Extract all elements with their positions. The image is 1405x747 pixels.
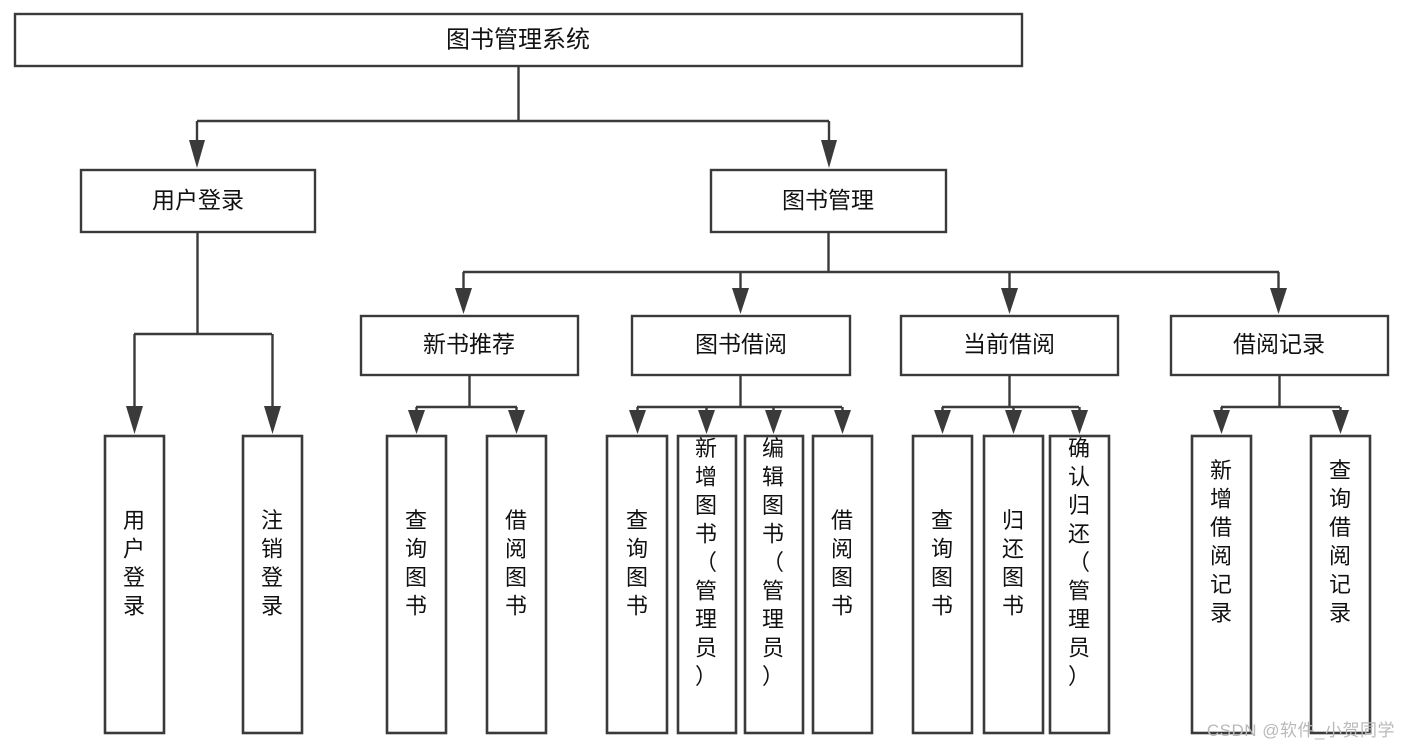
node-borrow-record-box[interactable]: [1169, 314, 1390, 377]
arrow-head-new-book-borrow: [508, 410, 525, 434]
arrow-head-borrow-query-book: [629, 410, 646, 434]
arrow-head-book-manage: [821, 140, 837, 168]
leaf-node-layer: [103, 434, 1372, 735]
leaf-box-borrow-query-book[interactable]: [605, 434, 669, 735]
leaf-box-borrow-edit-book[interactable]: [743, 434, 805, 735]
node-root-label: 图书管理系统: [446, 26, 590, 53]
leaf-label-user-login-login: 用户登录: [123, 508, 145, 619]
leaf-label-record-query: 查询借阅记录: [1329, 458, 1351, 626]
node-book-manage[interactable]: 图书管理: [709, 168, 948, 234]
leaf-box-current-query-book[interactable]: [911, 434, 974, 735]
arrow-head-borrow-add-book: [698, 410, 715, 434]
arrow-head-record-add: [1213, 410, 1230, 434]
node-current-borrow-box[interactable]: [899, 314, 1120, 377]
arrow-head-user-login-login: [126, 406, 143, 434]
node-user-login-box[interactable]: [79, 168, 317, 234]
leaf-box-current-return-book[interactable]: [982, 434, 1045, 735]
arrow-head-user-login: [189, 140, 205, 168]
leaf-box-user-login-login[interactable]: [103, 434, 166, 735]
leaf-box-record-add[interactable]: [1190, 434, 1253, 735]
arrow-head-current-confirm-return: [1071, 410, 1088, 434]
arrow-head-current-query-book: [934, 410, 951, 434]
node-book-manage-label: 图书管理: [782, 187, 874, 213]
node-book-borrow[interactable]: 图书借阅: [630, 314, 852, 377]
leaf-box-user-login-logout[interactable]: [241, 434, 304, 735]
arrow-head-borrow-edit-book: [765, 410, 782, 434]
node-book-borrow-label: 图书借阅: [695, 331, 787, 357]
node-book-borrow-box[interactable]: [630, 314, 852, 377]
arrow-head-user-login-logout: [264, 406, 281, 434]
node-new-book-recommend-label: 新书推荐: [423, 331, 515, 357]
node-user-login[interactable]: 用户登录: [79, 168, 317, 234]
node-borrow-record-label: 借阅记录: [1233, 331, 1325, 357]
arrow-head-record-query: [1332, 410, 1349, 434]
leaf-label-borrow-query-book: 查询图书: [626, 508, 648, 619]
arrow-head-new-book-query: [408, 410, 425, 434]
node-current-borrow-label: 当前借阅: [963, 331, 1055, 357]
arrow-head-borrow-borrow-book: [834, 410, 851, 434]
leaf-label-current-query-book: 查询图书: [931, 508, 953, 619]
arrow-head-book-borrow: [732, 288, 749, 314]
leaf-label-borrow-add-book: 新增图书（管理员）: [695, 436, 717, 689]
leaf-box-record-query[interactable]: [1309, 434, 1372, 735]
node-root-box[interactable]: [13, 12, 1024, 68]
leaf-box-current-confirm-return[interactable]: [1048, 434, 1111, 735]
leaf-label-record-add: 新增借阅记录: [1210, 458, 1232, 626]
node-book-manage-box[interactable]: [709, 168, 948, 234]
leaf-label-borrow-edit-book: 编辑图书（管理员）: [762, 436, 784, 689]
connector-layer: [126, 66, 1349, 434]
node-new-book-recommend-box[interactable]: [359, 314, 580, 377]
node-borrow-record[interactable]: 借阅记录: [1169, 314, 1390, 377]
arrow-head-borrow-record: [1270, 288, 1287, 314]
arrow-head-new-book-recommend: [455, 288, 472, 314]
leaf-box-new-book-borrow[interactable]: [485, 434, 548, 735]
leaf-box-borrow-borrow-book[interactable]: [811, 434, 874, 735]
leaf-box-new-book-query[interactable]: [385, 434, 448, 735]
leaf-label-current-confirm-return: 确认归还（管理员）: [1068, 436, 1090, 689]
node-new-book-recommend[interactable]: 新书推荐: [359, 314, 580, 377]
leaf-label-user-login-logout: 注销登录: [261, 508, 283, 619]
leaf-label-layer: 用户登录 注销登录 查询图书 借阅图书 查询图书 新增图书（管理员） 编辑图书（…: [123, 436, 1351, 689]
leaf-label-current-return-book: 归还图书: [1002, 508, 1024, 619]
node-root[interactable]: 图书管理系统: [13, 12, 1024, 68]
leaf-label-new-book-query: 查询图书: [405, 508, 427, 619]
leaf-box-borrow-add-book[interactable]: [676, 434, 738, 735]
node-user-login-label: 用户登录: [152, 187, 244, 213]
arrow-head-current-return-book: [1005, 410, 1022, 434]
arrow-head-current-borrow: [1001, 288, 1018, 314]
leaf-label-new-book-borrow: 借阅图书: [505, 508, 527, 619]
leaf-label-borrow-borrow-book: 借阅图书: [831, 508, 853, 619]
node-current-borrow[interactable]: 当前借阅: [899, 314, 1120, 377]
